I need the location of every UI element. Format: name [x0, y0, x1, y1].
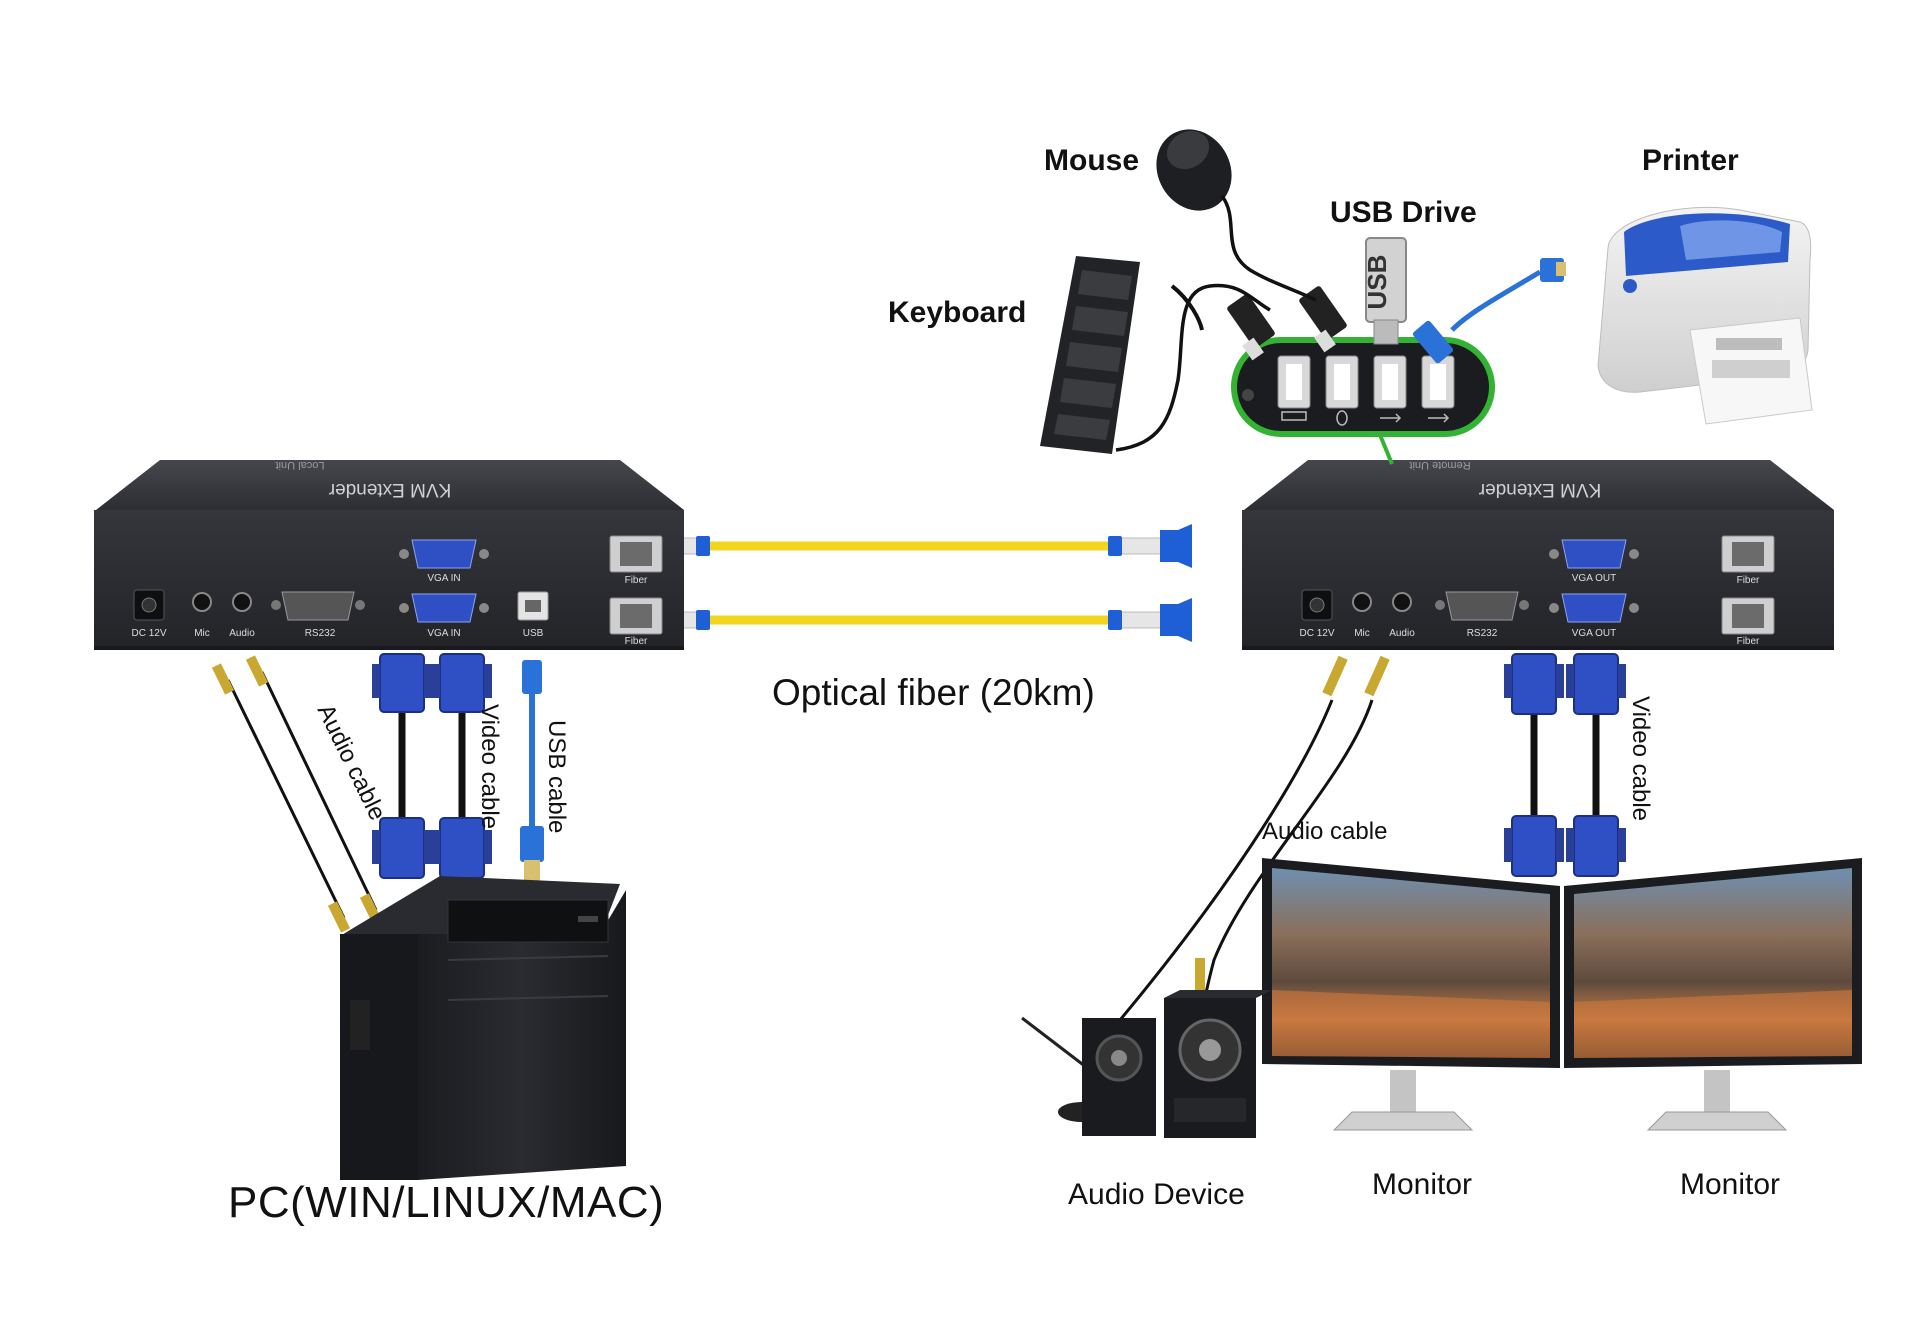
remote-unit-top-sub: Remote Unit — [1409, 459, 1470, 471]
video-cable-left — [372, 653, 492, 879]
remote-unit-top-title: KVM Extender — [1478, 479, 1601, 500]
video-cable-right-label: Video cable — [1627, 696, 1654, 821]
local-unit-top-sub: Local Unit — [276, 459, 325, 471]
local-port-dc: DC 12V — [131, 628, 166, 639]
remote-port-fiber-top: Fiber — [1737, 575, 1760, 586]
fiber-cable-bottom — [628, 598, 1192, 642]
monitor-left-device — [1262, 858, 1560, 1131]
monitor-left-label: Monitor — [1372, 1168, 1473, 1201]
remote-port-mic: Mic — [1354, 628, 1370, 639]
remote-port-fiber-bottom: Fiber — [1737, 636, 1760, 647]
usb-drive: USB — [1362, 237, 1407, 345]
keyboard-usb-plug — [1170, 284, 1275, 361]
monitor-right-label: Monitor — [1680, 1168, 1781, 1201]
mouse-device — [1156, 129, 1317, 302]
audio-cable-left — [211, 655, 383, 933]
remote-port-vga-out-bottom: VGA OUT — [1572, 628, 1616, 639]
audio-cable-right-label: Audio cable — [1262, 818, 1388, 845]
fiber-cable-top — [628, 524, 1192, 568]
keyboard-label: Keyboard — [888, 296, 1027, 329]
monitor-right-device — [1564, 858, 1862, 1131]
mouse-label: Mouse — [1044, 144, 1140, 177]
pc-label: PC(WIN/LINUX/MAC) — [228, 1178, 665, 1227]
audio-device-label: Audio Device — [1068, 1178, 1245, 1211]
remote-port-rs232: RS232 — [1467, 628, 1498, 639]
local-port-rs232: RS232 — [305, 628, 336, 639]
usb-hub — [1231, 337, 1495, 465]
pc-tower — [340, 876, 626, 1180]
remote-port-audio: Audio — [1389, 628, 1415, 639]
local-port-mic: Mic — [194, 628, 210, 639]
local-port-fiber-top: Fiber — [625, 575, 648, 586]
local-port-audio: Audio — [229, 628, 255, 639]
fiber-label: Optical fiber (20km) — [772, 672, 1095, 713]
usb-cable-left — [520, 660, 544, 882]
usb-cable-left-label: USB cable — [543, 720, 570, 834]
printer-label: Printer — [1642, 144, 1739, 177]
printer-device — [1597, 206, 1813, 425]
usb-drive-stick-text: USB — [1362, 255, 1392, 310]
remote-port-dc: DC 12V — [1299, 628, 1334, 639]
video-cable-left-label: Video cable — [476, 704, 503, 829]
usb-drive-label: USB Drive — [1330, 196, 1477, 229]
local-port-usb: USB — [523, 628, 544, 639]
local-unit: KVM Extender Local Unit DC 12V Mic Audio… — [94, 459, 684, 650]
keyboard-device — [1040, 256, 1271, 454]
video-cable-right — [1504, 653, 1626, 877]
local-unit-top-title: KVM Extender — [328, 479, 451, 500]
printer-usb-cable — [1412, 258, 1566, 364]
local-port-fiber-bottom: Fiber — [625, 636, 648, 647]
local-port-vga-in-top: VGA IN — [427, 573, 460, 584]
remote-port-vga-out-top: VGA OUT — [1572, 573, 1616, 584]
audio-device — [1021, 990, 1272, 1138]
remote-unit: KVM Extender Remote Unit DC 12V Mic Audi… — [1242, 459, 1834, 650]
local-port-vga-in-bottom: VGA IN — [427, 628, 460, 639]
